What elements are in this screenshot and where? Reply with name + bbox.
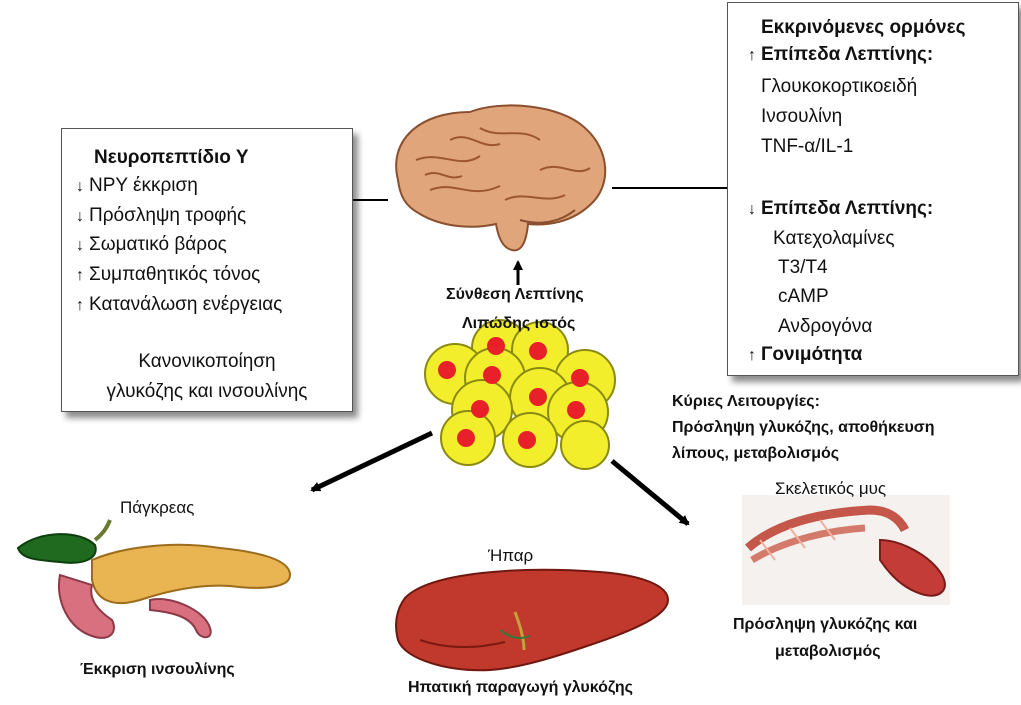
muscle-caption-1: Πρόσληψη γλυκόζης και: [733, 616, 918, 633]
arrow-adipose-to-pancreas: [310, 430, 434, 493]
adipose-tissue-illustration: [424, 319, 616, 470]
right-box-down-item-2: T3/T4: [778, 257, 828, 278]
liver-caption: Ηπατική παραγωγή γλυκόζης: [408, 679, 633, 696]
pancreas-caption: Έκκριση ινσουλίνης: [80, 661, 235, 678]
right-box-up-item-2: Ινσουλίνη: [761, 106, 843, 127]
functions-line-3: λίπους, μεταβολισμός: [672, 445, 840, 462]
left-box-item-2: Πρόσληψη τροφής: [76, 205, 246, 228]
secreted-hormones-box: Εκκρινόμενες ορμόνες Επίπεδα Λεπτίνης: Γ…: [727, 2, 1019, 376]
arrow-adipose-to-muscle: [610, 459, 690, 526]
muscle-caption-2: μεταβολισμός: [775, 643, 881, 660]
neuropeptide-y-box: Νευροπεπτίδιο Υ NPY έκκριση Πρόσληψη τρο…: [61, 128, 353, 412]
left-box-item-5: Κατανάλωση ενέργειας: [76, 294, 282, 317]
left-box-footer-1: Κανονικοποίηση: [138, 351, 276, 372]
leptin-synthesis-label: Σύνθεση Λεπτίνης: [446, 286, 584, 303]
left-box-title: Νευροπεπτίδιο Υ: [94, 147, 249, 168]
right-box-fertility: Γονιμότητα: [748, 344, 862, 367]
skeletal-muscle-illustration: [742, 495, 950, 605]
pancreas-illustration: [16, 519, 292, 639]
left-box-item-1: NPY έκκριση: [76, 175, 198, 198]
right-box-up-item-3: TNF-α/IL-1: [761, 136, 854, 157]
functions-line-1: Κύριες Λειτουργίες:: [672, 393, 820, 410]
muscle-label: Σκελετικός μυς: [775, 479, 887, 498]
left-box-footer-2: γλυκόζης και ινσουλίνης: [106, 381, 308, 402]
right-box-down-item-4: Ανδρογόνα: [778, 316, 873, 337]
left-box-item-4: Συμπαθητικός τόνος: [76, 264, 260, 287]
pancreas-label: Πάγκρεας: [120, 498, 195, 517]
functions-line-2: Πρόσληψη γλυκόζης, αποθήκευση: [672, 419, 935, 436]
liver-label: Ήπαρ: [488, 546, 534, 565]
right-box-up-heading: Επίπεδα Λεπτίνης:: [748, 44, 933, 67]
left-box-item-3: Σωματικό βάρος: [76, 234, 227, 257]
right-box-down-heading: Επίπεδα Λεπτίνης:: [748, 198, 933, 221]
right-box-down-item-1: Κατεχολαμίνες: [773, 228, 895, 249]
right-box-down-item-3: cAMP: [778, 286, 829, 307]
right-box-up-item-1: Γλουκοκορτικοειδή: [761, 76, 918, 97]
brain-illustration: [395, 104, 607, 252]
liver-illustration: [395, 568, 670, 672]
right-box-title: Εκκρινόμενες ορμόνες: [761, 17, 966, 38]
adipose-tissue-label: Λιπώδης ιστός: [462, 315, 576, 332]
